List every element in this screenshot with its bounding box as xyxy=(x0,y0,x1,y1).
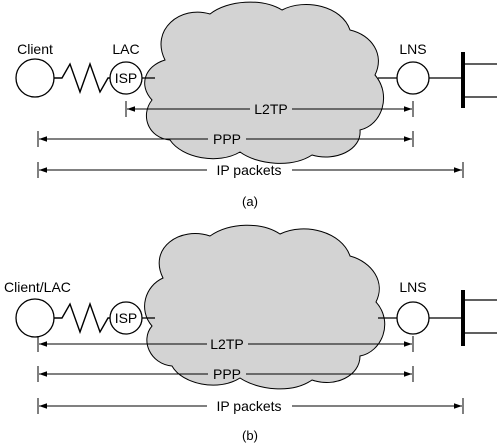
panel-b: ISP Client/LAC LNS L2TP PPP IP packets (… xyxy=(4,224,497,443)
client-lac-label: Client/LAC xyxy=(4,279,71,295)
ip-span-label: IP packets xyxy=(216,398,281,414)
isp-label: ISP xyxy=(115,70,138,86)
internet-cloud xyxy=(144,224,386,390)
ppp-span-label: PPP xyxy=(213,366,241,382)
caption-b: (b) xyxy=(242,428,258,443)
dialup-line xyxy=(54,301,111,335)
panel-a: ISP Client LAC LNS L2TP PPP IP p xyxy=(15,1,497,209)
caption-a: (a) xyxy=(242,194,258,209)
lns-node xyxy=(396,301,430,335)
lac-label: LAC xyxy=(112,41,139,57)
lns-node xyxy=(396,61,430,95)
client-label: Client xyxy=(17,41,53,57)
client-node xyxy=(15,298,55,338)
lns-label: LNS xyxy=(399,279,426,295)
client-node xyxy=(15,58,55,98)
isp-label: ISP xyxy=(115,310,138,326)
l2tp-span-label: L2TP xyxy=(254,101,287,117)
ppp-span-label: PPP xyxy=(213,131,241,147)
dialup-line xyxy=(54,61,111,95)
lns-label: LNS xyxy=(399,41,426,57)
ip-span-label: IP packets xyxy=(216,162,281,178)
internet-cloud xyxy=(144,1,385,164)
l2tp-span-label: L2TP xyxy=(210,336,243,352)
